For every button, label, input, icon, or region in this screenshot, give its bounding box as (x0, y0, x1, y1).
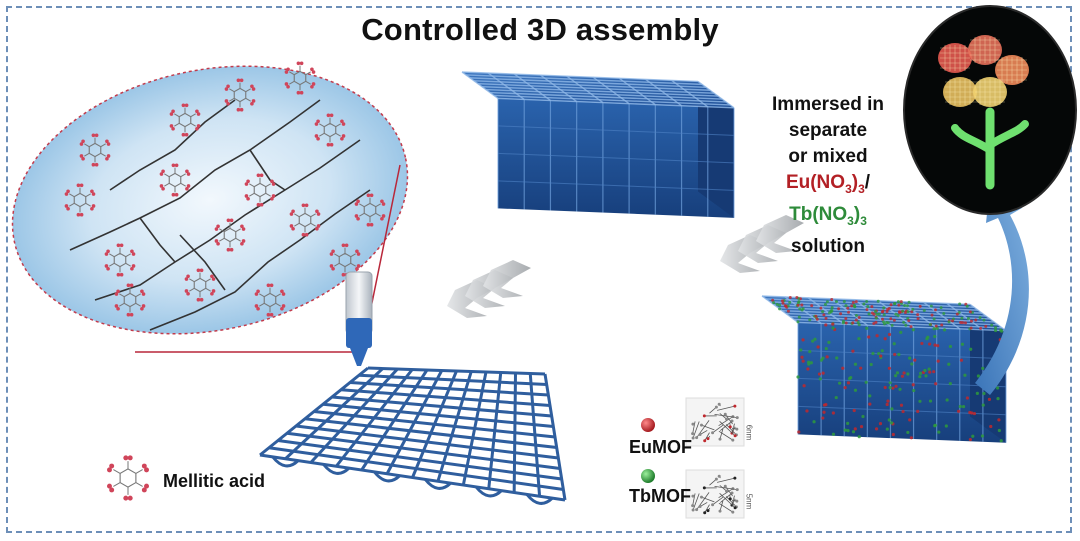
figure-title: Controlled 3D assembly (361, 12, 719, 47)
curved-arrow-icon (975, 185, 1029, 395)
immersion-instructions: Immersed in separate or mixed Eu(NO3)3/ … (740, 92, 916, 260)
tb-nitrate-prefix: Tb(NO (789, 203, 848, 225)
tb-nitrate-sub1: 3 (847, 213, 854, 228)
mellitic-acid-label: Mellitic acid (163, 471, 266, 491)
slash: / (864, 172, 871, 193)
chevron-arrow-2-icon (720, 215, 804, 273)
tb-nitrate-sub2: 3 (860, 213, 867, 228)
chevron-arrow-1-icon (447, 260, 531, 318)
eu-nitrate-paren: ) (851, 172, 859, 193)
molecular-network-ellipse (11, 61, 409, 335)
printing-nozzle-icon (345, 271, 373, 366)
eu-nitrate-prefix: Eu(NO (785, 172, 846, 193)
tb-nitrate-paren: ) (853, 203, 861, 225)
mof-loaded-lattice (761, 295, 1007, 443)
eumof-ball-icon (641, 418, 655, 432)
tbmof-scale-label: 5nm (744, 493, 754, 510)
eu-nitrate-sub1: 3 (845, 181, 852, 196)
eu-nitrate-sub2: 3 (858, 181, 865, 196)
instruction-line-6: solution (791, 235, 865, 257)
printed-grid (259, 366, 567, 505)
instruction-line-3: or mixed (788, 146, 868, 167)
instruction-line-2: separate (788, 120, 868, 141)
tbmof-label: TbMOF (629, 486, 691, 506)
tbmof-ball-icon (641, 469, 655, 483)
instruction-line-1: Immersed in (772, 94, 884, 115)
instruction-line-eu: Eu(NO3)3/ (740, 170, 916, 202)
instruction-line-tb: Tb(NO3)3 (740, 202, 916, 234)
eumof-scale-label: 6nm (744, 424, 754, 441)
eumof-label: EuMOF (629, 437, 692, 457)
figure-border (6, 6, 1072, 533)
tbmof-structure-thumbnail (685, 469, 745, 519)
eumof-structure-thumbnail (685, 397, 745, 447)
lattice-scaffold (461, 71, 735, 218)
luminescent-flower-photo (903, 5, 1077, 215)
mellitic-acid-icon (107, 455, 149, 501)
